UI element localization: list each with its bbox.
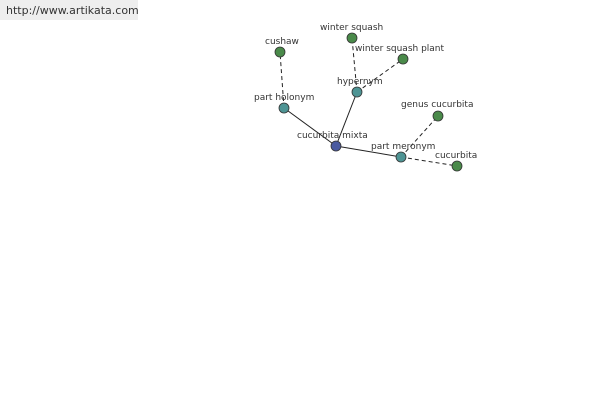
node-label-part-meronym[interactable]: part meronym <box>371 142 435 152</box>
labels-layer: cucurbita mixta hypernym part holonym part … <box>254 23 477 161</box>
edge-center-part_meronym <box>335 145 402 158</box>
edge-hypernym-winter_squash <box>351 37 358 93</box>
edge-part_holonym-cushaw <box>279 51 285 109</box>
edge-center-part_holonym <box>283 107 337 147</box>
node-label-winter-squash-plant[interactable]: winter squash plant <box>355 44 445 54</box>
edge-hypernym-winter_squash_plant <box>356 58 404 93</box>
nodes-layer <box>274 32 463 172</box>
node-part-meronym[interactable] <box>395 151 407 163</box>
node-part-holonym[interactable] <box>278 102 290 114</box>
node-hypernym[interactable] <box>351 86 363 98</box>
node-label-cushaw[interactable]: cushaw <box>265 37 299 47</box>
edge-part_meronym-cucurbita <box>400 156 458 167</box>
edge-part_meronym-genus_cucurbita <box>400 115 439 158</box>
edges-layer <box>279 37 458 167</box>
node-winter-squash[interactable] <box>346 32 358 44</box>
node-label-hypernym[interactable]: hypernym <box>337 77 383 87</box>
node-cucurbita[interactable] <box>451 160 463 172</box>
node-genus-cucurbita[interactable] <box>432 110 444 122</box>
node-label-cucurbita[interactable]: cucurbita <box>435 151 477 161</box>
edge-center-hypernym <box>335 91 358 147</box>
node-cushaw[interactable] <box>274 46 286 58</box>
url-bar: http://www.artikata.com <box>0 0 139 20</box>
node-label-part-holonym[interactable]: part holonym <box>254 93 314 103</box>
node-winter-squash-plant[interactable] <box>397 53 409 65</box>
node-center[interactable] <box>330 140 342 152</box>
node-label-center[interactable]: cucurbita mixta <box>297 131 368 141</box>
site-url[interactable]: http://www.artikata.com <box>6 4 139 17</box>
node-label-genus-cucurbita[interactable]: genus cucurbita <box>401 100 473 110</box>
node-label-winter-squash[interactable]: winter squash <box>320 23 383 33</box>
